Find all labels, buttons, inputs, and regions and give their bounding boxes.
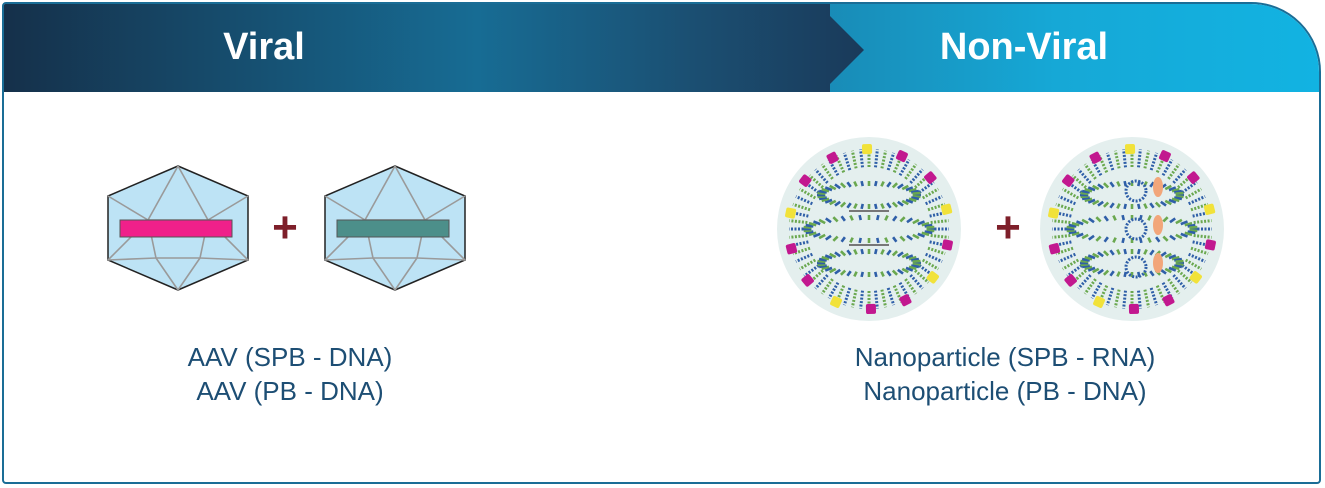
aav-capsid-icon <box>324 165 466 291</box>
lipid-nanoparticle-icon <box>777 137 961 321</box>
nonviral-caption-line: Nanoparticle (PB - DNA) <box>863 376 1147 406</box>
viral-header-label: Viral <box>223 26 305 68</box>
nonviral-caption: Nanoparticle (SPB - RNA) Nanoparticle (P… <box>800 340 1210 408</box>
lipid-nanoparticle-icon <box>1040 137 1224 321</box>
header-bar: Viral Non-Viral <box>4 4 1319 92</box>
viral-caption-line: AAV (SPB - DNA) <box>187 342 393 372</box>
nonviral-header-label: Non-Viral <box>939 26 1109 68</box>
aav-capsid-icon <box>107 165 249 291</box>
viral-to-nonviral-arrow <box>4 4 864 92</box>
viral-caption-line: AAV (PB - DNA) <box>196 376 384 406</box>
viral-plus-sign: + <box>272 203 298 252</box>
nonviral-plus-sign: + <box>995 203 1021 252</box>
viral-caption: AAV (SPB - DNA) AAV (PB - DNA) <box>140 340 440 408</box>
nonviral-caption-line: Nanoparticle (SPB - RNA) <box>854 342 1156 372</box>
